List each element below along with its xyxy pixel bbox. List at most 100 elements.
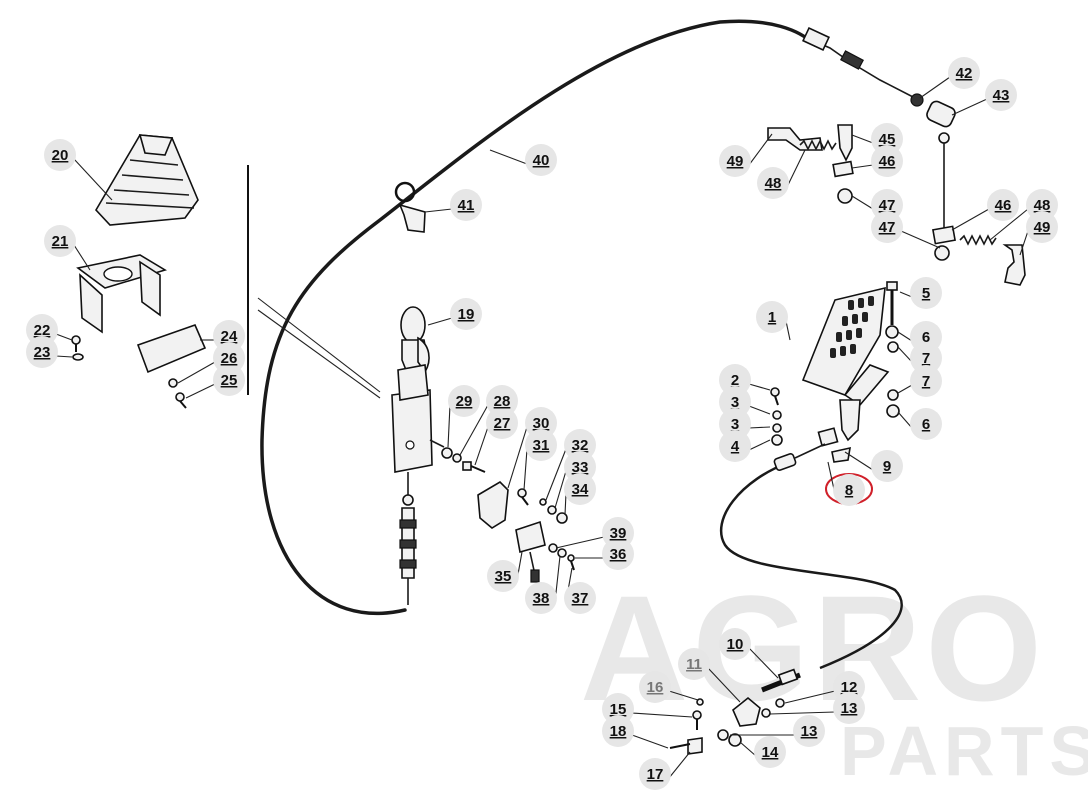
callout-label: 15 (610, 701, 627, 718)
leader-line (424, 208, 453, 213)
callout-40[interactable]: 40 (489, 144, 557, 176)
callout-33[interactable]: 33 (554, 451, 596, 509)
callout-bubble (525, 407, 557, 439)
callout-30[interactable]: 30 (507, 407, 557, 489)
leader-line (73, 158, 113, 201)
callout-8[interactable]: 8 (827, 461, 865, 506)
callout-bubble (450, 298, 482, 330)
callout-label: 34 (572, 481, 589, 498)
callout-26[interactable]: 26 (177, 342, 245, 384)
callout-7[interactable]: 7 (897, 342, 942, 374)
callout-29[interactable]: 29 (447, 385, 480, 448)
callout-label: 37 (572, 590, 589, 607)
callout-48[interactable]: 48 (757, 149, 806, 199)
callout-label: 48 (765, 175, 782, 192)
leader-line (707, 667, 741, 703)
callout-label: 43 (993, 87, 1010, 104)
callout-19[interactable]: 19 (427, 298, 482, 330)
callout-47[interactable]: 47 (851, 189, 903, 221)
part-8-fitting (773, 443, 826, 472)
lever-19 (391, 306, 445, 473)
callout-27[interactable]: 27 (474, 407, 518, 466)
callout-43[interactable]: 43 (951, 79, 1017, 116)
linkage-rod (399, 472, 417, 605)
callout-9[interactable]: 9 (844, 450, 903, 482)
callout-7b[interactable]: 7 (897, 365, 942, 397)
callout-bubble (602, 517, 634, 549)
callout-46[interactable]: 46 (851, 145, 903, 177)
callout-13b[interactable]: 13 (730, 715, 825, 747)
callout-47b[interactable]: 47 (871, 211, 941, 249)
leader-line (851, 195, 874, 210)
callout-4[interactable]: 4 (719, 430, 771, 462)
part-27 (462, 461, 486, 473)
callout-25[interactable]: 25 (185, 364, 245, 399)
callout-1[interactable]: 1 (756, 301, 791, 341)
part-2 (770, 387, 780, 406)
callout-3b[interactable]: 3 (719, 408, 771, 440)
callout-20[interactable]: 20 (44, 139, 113, 201)
callout-18[interactable]: 18 (602, 715, 669, 749)
callout-5[interactable]: 5 (899, 277, 942, 309)
callout-49[interactable]: 49 (719, 133, 773, 177)
bracket-49-right (1002, 244, 1026, 286)
callout-bubble (871, 450, 903, 482)
callout-49b[interactable]: 49 (1019, 211, 1058, 256)
leader-line (951, 208, 990, 231)
leader-line (55, 333, 73, 341)
callout-35[interactable]: 35 (487, 551, 523, 592)
part-7-bottom (887, 389, 899, 401)
watermark-sub: PARTS (840, 712, 1088, 790)
leader-line (554, 470, 567, 509)
callout-6b[interactable]: 6 (897, 408, 942, 440)
callout-bubble (910, 408, 942, 440)
throttle-cable-40 (260, 19, 817, 616)
callout-label: 19 (458, 306, 475, 323)
part-6-top (885, 325, 899, 339)
callout-22[interactable]: 22 (26, 314, 73, 346)
callout-34[interactable]: 34 (564, 473, 596, 516)
leader-line (459, 404, 489, 456)
callout-17[interactable]: 17 (639, 751, 691, 790)
callout-bubble (871, 145, 903, 177)
callout-32[interactable]: 32 (545, 429, 596, 501)
callout-13[interactable]: 13 (769, 692, 865, 724)
callout-41[interactable]: 41 (424, 189, 482, 221)
callout-label: 45 (879, 131, 896, 148)
part-42 (910, 93, 924, 107)
callout-label: 5 (922, 285, 930, 302)
callout-45[interactable]: 45 (851, 123, 903, 155)
callout-10[interactable]: 10 (719, 628, 779, 679)
callout-bubble (754, 736, 786, 768)
part-22 (71, 335, 81, 352)
leader-line (564, 492, 567, 516)
callout-23[interactable]: 23 (26, 336, 73, 368)
callout-bubble (871, 189, 903, 221)
callout-37[interactable]: 37 (564, 567, 596, 614)
callout-16[interactable]: 16 (639, 671, 699, 703)
callout-24[interactable]: 24 (200, 320, 245, 352)
callout-48b[interactable]: 48 (989, 189, 1058, 241)
callout-39[interactable]: 39 (555, 517, 634, 549)
callout-21[interactable]: 21 (44, 225, 91, 271)
part-39 (548, 543, 558, 553)
callout-label: 20 (52, 147, 69, 164)
callout-label: 26 (221, 350, 238, 367)
callout-3[interactable]: 3 (719, 386, 771, 418)
callout-14[interactable]: 14 (739, 736, 786, 768)
callout-11[interactable]: 11 (678, 648, 741, 703)
part-13-b (717, 729, 729, 741)
callout-15[interactable]: 15 (602, 693, 693, 725)
callout-42[interactable]: 42 (919, 57, 980, 99)
callout-label: 48 (1034, 197, 1051, 214)
callout-31[interactable]: 31 (523, 429, 557, 491)
part-4 (771, 434, 783, 446)
callout-label: 42 (956, 65, 973, 82)
callout-28[interactable]: 28 (459, 385, 518, 456)
callout-bubble (486, 407, 518, 439)
callout-label: 4 (731, 438, 740, 455)
callout-38[interactable]: 38 (525, 555, 561, 614)
callout-46b[interactable]: 46 (951, 189, 1019, 231)
callout-2[interactable]: 2 (719, 364, 771, 396)
